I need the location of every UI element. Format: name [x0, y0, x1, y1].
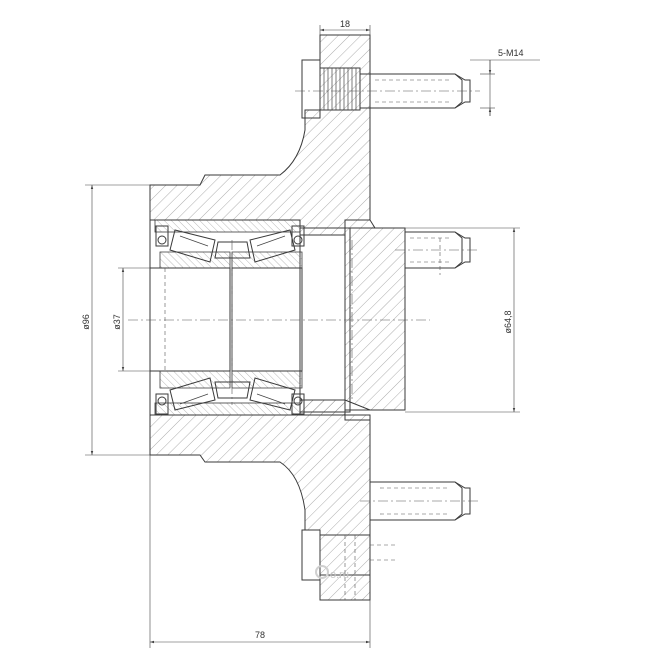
dim-label-studs: 5-M14: [498, 48, 524, 58]
seals: [155, 225, 305, 415]
watermark: o.ru: [315, 565, 349, 581]
hub-body-upper: [149, 34, 371, 236]
dim-label-outer-diameter: ø96: [81, 314, 91, 330]
dim-label-overall-length: 78: [255, 630, 265, 640]
dimension-bore-diameter: ø37: [112, 267, 150, 372]
dimension-studs: 5-M14: [470, 48, 540, 116]
wheel-stud-bottom: [301, 529, 395, 600]
rollers-upper: [169, 229, 296, 263]
wheel-stud-lower: [360, 481, 480, 521]
dim-label-pilot-diameter: ø64,8: [503, 310, 513, 333]
dimension-outer-diameter: ø96: [81, 184, 150, 456]
wheel-stud-middle: [395, 231, 480, 275]
centre-lines: [128, 240, 430, 405]
watermark-text: o.ru: [330, 569, 349, 581]
dimension-flange-width: 18: [319, 19, 371, 35]
dim-label-flange-width: 18: [340, 19, 350, 29]
dimension-overall-length: 78: [149, 455, 371, 648]
dim-label-bore-diameter: ø37: [112, 314, 122, 330]
bearing-inner-rings: [149, 251, 303, 389]
wheel-stud-top: [295, 59, 480, 119]
dimension-pilot-diameter: ø64,8: [405, 227, 520, 413]
